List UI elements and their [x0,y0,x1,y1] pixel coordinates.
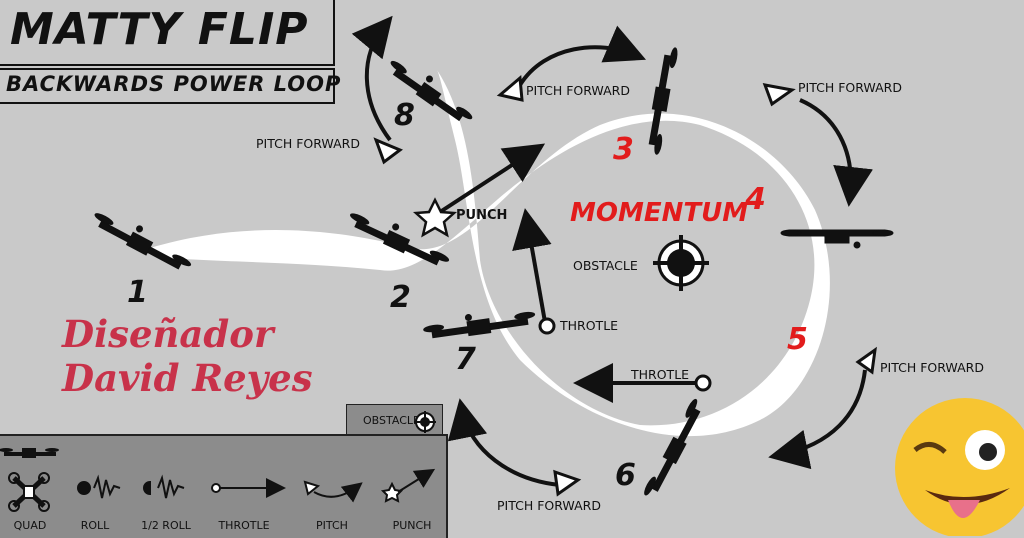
pitch-forward-label: PITCH FORWARD [798,80,902,95]
quad-icon [350,213,450,266]
designer-line-1: Diseñador [62,312,274,356]
designer-credit: Diseñador David Reyes [62,312,313,400]
legend-label-roll: ROLL [80,519,110,532]
roll-icon [77,474,121,499]
pitch-forward-label: PITCH FORWARD [526,83,630,98]
step-number: 6 [615,458,636,493]
momentum-label: MOMENTUM [570,198,749,228]
obstacle-icon [414,411,436,433]
step-number: 3 [613,132,634,167]
throttle-label: THROTLE [560,318,619,333]
obstacle-icon [653,235,709,291]
pitch-arrow-icon [303,480,363,503]
flight-path [150,70,830,437]
pitch-arrow-icon [768,369,867,470]
subtitle-box [0,68,335,104]
step-number: 8 [394,98,415,133]
throttle-label: THROTLE [631,367,690,382]
step-number: 2 [390,280,411,315]
pitch-forward-label: PITCH FORWARD [880,360,984,375]
legend-obstacle-label: OBSTACLE [363,414,420,427]
punch-star-icon [412,197,458,238]
page-subtitle: BACKWARDS POWER LOOP [6,72,342,96]
pitch-arrow-icon [799,98,873,207]
legend-label-half-roll: 1/2 ROLL [141,519,191,532]
obstacle-label: OBSTACLE [573,258,638,273]
throttle-arrow-icon [211,478,286,498]
title-box [0,0,335,66]
pitch-triangles [373,74,877,497]
step-number: 7 [455,342,476,377]
pitch-forward-label: PITCH FORWARD [497,498,601,513]
quad-icon [390,60,473,122]
pitch-forward-label: PITCH FORWARD [256,136,360,151]
winking-emoji-icon [895,398,1024,536]
pitch-arrow-icon [351,15,393,142]
quad-icon [0,448,59,512]
punch-star-icon [380,468,436,503]
legend-label-punch: PUNCH [392,519,432,532]
pitch-arrow-icon [518,25,647,87]
quad-icon [780,229,894,249]
quad-icon [644,398,701,496]
legend-panel [0,434,448,538]
pitch-arrow-icon [447,398,561,487]
quad-icon [423,311,536,339]
legend-label-pitch: PITCH [316,519,348,532]
legend-label-quad: QUAD [13,519,47,532]
legend-icons [0,448,436,512]
page-title: MATTY FLIP [10,4,309,55]
designer-line-2: David Reyes [62,356,313,400]
half-roll-icon [143,474,185,499]
throttle-arrow-icon [512,208,552,323]
pitch-arrows [351,15,873,487]
quad-icon [94,213,192,270]
quad-icon [648,47,678,155]
step-number: 4 [745,182,766,217]
legend-label-throttle: THROTLE [218,519,270,532]
punch-arrow [438,143,546,214]
step-number: 5 [787,322,808,357]
step-number: 1 [127,275,148,310]
punch-label: PUNCH [456,208,508,223]
